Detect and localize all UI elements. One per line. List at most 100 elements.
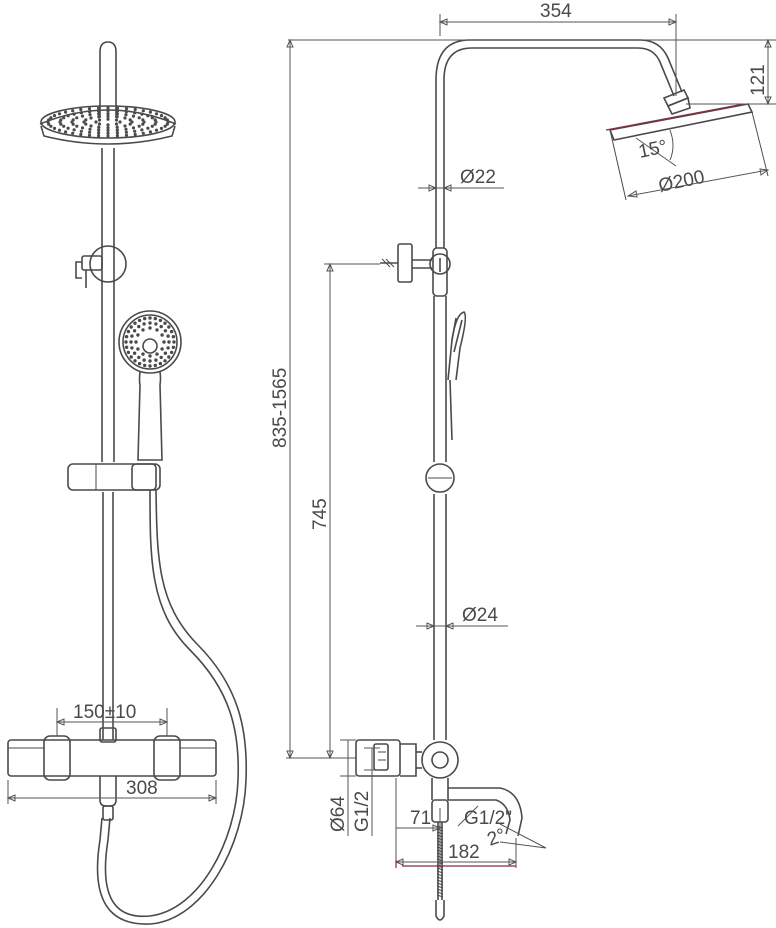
rain-nozzle-dot: [115, 131, 119, 135]
rain-nozzle-dot: [62, 116, 66, 120]
hand-shower-nozzles: [124, 316, 176, 368]
rain-nozzle-dot: [146, 126, 150, 130]
rain-nozzle-dot: [89, 116, 93, 120]
hand-nozzle-dot: [129, 340, 133, 344]
hand-nozzle-dot: [154, 358, 158, 362]
rain-nozzle-dot: [71, 131, 75, 135]
rain-nozzle-dot: [128, 118, 132, 122]
rain-nozzle-dot: [131, 126, 136, 130]
dim-head-drop: 121: [748, 64, 769, 96]
hand-nozzle-dot: [153, 363, 157, 368]
rain-nozzle-dot: [124, 107, 129, 111]
rain-nozzle-dot: [114, 122, 119, 126]
hand-nozzle-dot: [130, 334, 134, 338]
hand-nozzle-dot: [163, 321, 167, 325]
rain-nozzle-dot: [64, 130, 68, 134]
rain-nozzle-dot: [124, 133, 129, 137]
rain-nozzle-dot: [159, 126, 164, 130]
rain-nozzle-dot: [106, 112, 110, 116]
dim-lower-pipe: Ø24: [462, 605, 498, 626]
hand-nozzle-dot: [160, 347, 164, 351]
rain-nozzle-dot: [82, 120, 86, 124]
rain-nozzle-dot: [115, 115, 119, 119]
hand-nozzle-dot: [137, 318, 142, 323]
hand-nozzle-dot: [166, 346, 170, 350]
hand-nozzle-dot: [136, 333, 140, 337]
rain-nozzle-dot: [79, 111, 83, 115]
rain-nozzle-dot: [148, 130, 152, 134]
hand-nozzle-dot: [134, 340, 138, 344]
hand-nozzle-dot: [124, 340, 128, 344]
hand-nozzle-dot: [167, 340, 171, 344]
rain-nozzle-dot: [133, 129, 137, 133]
rain-nozzle-dot: [97, 122, 102, 126]
hand-nozzle-dot: [154, 322, 158, 326]
rain-nozzle-dot: [72, 112, 76, 116]
hand-nozzle-dot: [155, 352, 159, 356]
rain-nozzle-dot: [115, 125, 119, 129]
rain-nozzle-dot: [106, 126, 110, 130]
rain-nozzle-dot: [115, 134, 119, 138]
hand-nozzle-dot: [137, 324, 141, 329]
rain-nozzle-dot: [140, 112, 144, 116]
hand-nozzle-dot: [167, 355, 171, 359]
rain-nozzle-dot: [154, 128, 159, 132]
rain-nozzle-dot: [97, 134, 101, 138]
hand-nozzle-dot: [162, 340, 166, 344]
rain-nozzle-dot: [52, 126, 57, 130]
front-slide-holder: [67, 463, 161, 491]
front-dimensions: [6, 708, 218, 804]
hand-nozzle-dot: [129, 325, 133, 329]
rain-nozzle-dot: [153, 122, 157, 126]
front-shower-hose: [96, 489, 248, 925]
rain-nozzle-dot: [72, 128, 76, 132]
rain-nozzle-dot: [150, 124, 154, 128]
hand-nozzle-dot: [148, 321, 152, 325]
hand-nozzle-dot: [143, 316, 147, 321]
hand-nozzle-dot: [166, 334, 170, 338]
dim-head-angle: 15°: [637, 136, 669, 163]
rain-nozzle-dot: [88, 130, 92, 134]
rain-nozzle-dot: [165, 122, 169, 126]
dim-arm-reach: 354: [540, 1, 572, 22]
rain-nozzle-dot: [87, 107, 92, 111]
hand-nozzle-dot: [163, 351, 168, 355]
hand-nozzle-dot: [126, 350, 131, 355]
hand-nozzle-dot: [132, 351, 137, 355]
hand-nozzle-dot: [169, 329, 174, 334]
rain-nozzle-dot: [115, 112, 119, 116]
rain-nozzle-dot: [94, 120, 98, 124]
side-wall-bracket: [380, 243, 451, 297]
dim-spout-thread: G1/2": [464, 808, 512, 829]
front-riser-pipe: [99, 41, 117, 740]
rain-nozzle-dot: [62, 124, 66, 128]
dim-body-length: 308: [126, 778, 158, 799]
hand-nozzle-dot: [129, 355, 133, 359]
rain-nozzle-dot: [118, 120, 122, 124]
hand-nozzle-dot: [171, 345, 176, 349]
rain-nozzle-dot: [75, 116, 79, 120]
rain-nozzle-dot: [88, 113, 92, 117]
rain-nozzle-dot: [97, 106, 101, 110]
rain-nozzle-dot: [71, 118, 75, 122]
rain-nozzle-dot: [123, 116, 127, 120]
hand-nozzle-dot: [141, 352, 145, 356]
rain-nozzle-dot: [133, 111, 137, 115]
hand-nozzle-dot: [136, 347, 140, 351]
rain-nozzle-dot: [88, 110, 92, 114]
rain-nozzle-dot: [124, 130, 128, 134]
rain-nozzle-dot: [64, 110, 68, 114]
hand-nozzle-dot: [143, 363, 147, 368]
hand-nozzle-dot: [171, 335, 176, 339]
rain-nozzle-dot: [137, 124, 141, 128]
dim-total-height: 835-1565: [270, 368, 291, 448]
rain-nozzle-dot: [150, 116, 154, 120]
hand-nozzle-dot: [142, 322, 146, 326]
rain-nozzle-dot: [84, 118, 88, 122]
rain-nozzle-dot: [114, 118, 119, 122]
rain-nozzle-dot: [133, 132, 137, 137]
rain-nozzle-dot: [57, 112, 62, 116]
front-hand-shower: [118, 310, 182, 461]
hand-nozzle-dot: [142, 358, 146, 362]
